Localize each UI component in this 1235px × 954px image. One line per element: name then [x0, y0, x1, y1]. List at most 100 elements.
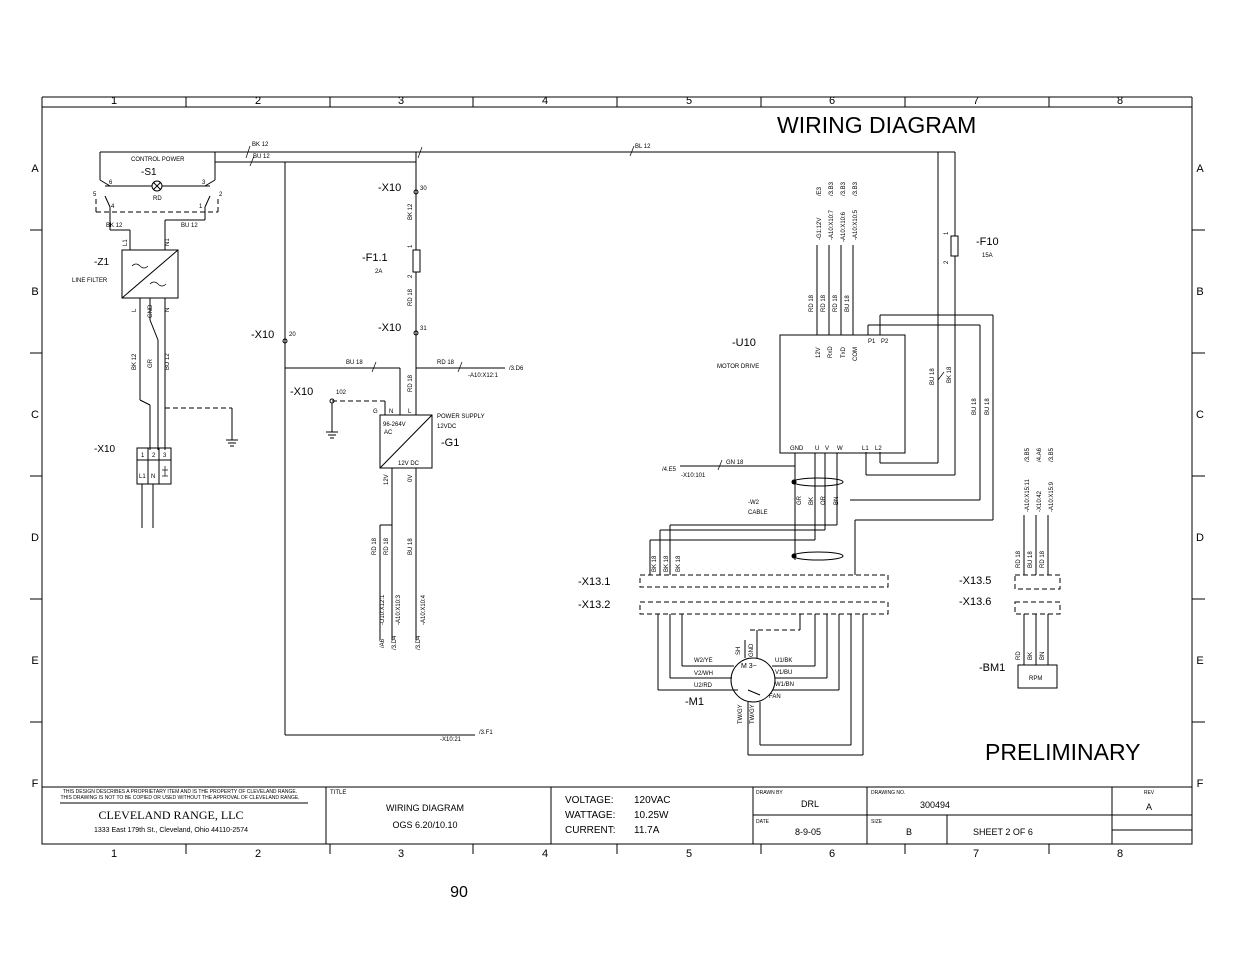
wire-label-bk: BK — [1028, 652, 1034, 660]
rpm-sensor-bm1: RPM -BM1 — [979, 662, 1058, 689]
svg-text:102: 102 — [336, 390, 347, 396]
u10-ref: -U10 — [732, 337, 756, 349]
w2-label: CABLE — [748, 510, 768, 516]
f11-rating: 2A — [375, 269, 382, 275]
xref-bottom-sub: -X10:21 — [440, 737, 462, 743]
svg-text:L: L — [408, 409, 412, 415]
wire-label-gn18: GN 18 — [726, 460, 744, 466]
svg-text:COM: COM — [853, 347, 859, 361]
u10-label: MOTOR DRIVE — [717, 364, 759, 370]
drawn-by-label: DRAWN BY — [756, 790, 783, 796]
motor-drive-u10: -U10 MOTOR DRIVE 12V RxD TxD COM P1 P2 G… — [717, 245, 994, 575]
svg-text:TW/GY: TW/GY — [738, 704, 744, 724]
svg-text:6: 6 — [109, 180, 113, 186]
line-filter-z1: -Z1 LINE FILTER L1 N1 L GND N — [72, 238, 238, 450]
x13-6-ref: -X13.6 — [959, 596, 991, 608]
svg-text:-A10:X10:3: -A10:X10:3 — [396, 594, 402, 625]
connector-x13-5-x13-6: -X13.5 -X13.6 — [959, 515, 1061, 665]
svg-text:L1: L1 — [139, 474, 146, 480]
drawing-no-value: 300494 — [920, 800, 950, 810]
wire-label-rd18: RD 18 — [408, 374, 414, 392]
xref-gnd-in: /4.E5 — [662, 467, 677, 473]
u10-output-cable-w2: -W2 CABLE — [649, 453, 844, 575]
row-label: A — [1196, 163, 1204, 175]
svg-text:/A6: /A6 — [380, 638, 386, 648]
wire-label-bk12: BK 12 — [408, 203, 414, 220]
col-label: 1 — [111, 95, 117, 107]
drawing-no-label: DRAWING NO. — [871, 790, 905, 796]
x10-102-ref: -X10 — [290, 386, 313, 398]
col-label: 6 — [829, 848, 835, 860]
wire-label-rd: RD — [1016, 651, 1022, 660]
wire-label-bu18: BU 18 — [972, 398, 978, 415]
wire-label-bn: BN — [834, 497, 840, 505]
wattage-label: WATTAGE: — [565, 810, 615, 821]
svg-text:W2/YE: W2/YE — [694, 658, 713, 664]
col-label: 6 — [829, 95, 835, 107]
wire-label-rd18: RD 18 — [437, 360, 455, 366]
wire-label-rd18: RD 18 — [809, 294, 815, 312]
svg-text:-G1:12V: -G1:12V — [817, 218, 823, 240]
svg-text:30: 30 — [420, 186, 427, 192]
x10-30-ref: -X10 — [378, 182, 401, 194]
col-label: 8 — [1117, 848, 1123, 860]
z1-ref: -Z1 — [94, 257, 109, 268]
x13-5-xrefs: -A10:X15:11 -X10:42 -A10:X15:9 /3.B5 /4.… — [1025, 447, 1055, 512]
grid-row-labels-left: A B C D E F — [31, 163, 39, 790]
svg-text:/3.D4: /3.D4 — [392, 635, 398, 650]
rev-label: REV — [1144, 790, 1155, 796]
svg-text:GND: GND — [790, 446, 804, 452]
title-block: THIS DESIGN DESCRIBES A PROPRIETARY ITEM… — [42, 786, 1192, 844]
svg-text:-A10:X10:5: -A10:X10:5 — [853, 209, 859, 240]
svg-text:TW/GY: TW/GY — [750, 704, 756, 724]
voltage-value: 120VAC — [634, 795, 671, 806]
f11-ref: -F1.1 — [362, 252, 388, 264]
svg-text:P2: P2 — [881, 339, 889, 345]
current-label: CURRENT: — [565, 825, 616, 836]
row-label: C — [1196, 409, 1204, 421]
drawing-frame — [30, 96, 1205, 854]
svg-text:5: 5 — [93, 192, 97, 198]
svg-text:/3.B5: /3.B5 — [1025, 447, 1031, 462]
svg-text:M 3~: M 3~ — [741, 663, 757, 670]
svg-text:-A10:X10:6: -A10:X10:6 — [841, 211, 847, 242]
fuse-f11-icon — [412, 249, 421, 273]
svg-text:/3.B3: /3.B3 — [829, 181, 835, 196]
x13-2-ref: -X13.2 — [578, 599, 610, 611]
svg-text:-A10:X10:7: -A10:X10:7 — [829, 209, 835, 240]
svg-text:-X10:42: -X10:42 — [1037, 490, 1043, 512]
g1-output-xrefs: -U10:X12:1 -A10:X10:3 -A10:X10:4 /A6 /3.… — [380, 594, 427, 650]
s1-lamp-color: RD — [153, 196, 162, 202]
svg-text:2: 2 — [219, 192, 223, 198]
wire-label-bu18: BU 18 — [346, 360, 363, 366]
svg-text:31: 31 — [420, 326, 427, 332]
control-power-switch-s1: CONTROL POWER -S1 RD 6 3 5 4 2 1 — [93, 157, 223, 250]
x10-20-ref: -X10 — [251, 329, 274, 341]
svg-text:RxD: RxD — [828, 346, 834, 358]
terminal-x10-left: -X10 1 2 3 L1 N — [94, 444, 172, 528]
svg-text:/3.D4: /3.D4 — [416, 635, 422, 650]
svg-text:N: N — [389, 409, 393, 415]
motor-icon — [730, 657, 776, 703]
drawn-by-value: DRL — [801, 799, 819, 809]
wire-label-rd18: RD 18 — [821, 294, 827, 312]
svg-text:L1: L1 — [862, 446, 869, 452]
svg-text:2: 2 — [408, 274, 414, 278]
f10-rating: 15A — [982, 253, 993, 259]
u10-top-xrefs: -G1:12V -A10:X10:7 -A10:X10:6 -A10:X10:5… — [817, 181, 859, 242]
wire-label-bk18: BK 18 — [664, 555, 670, 572]
svg-text:G: G — [373, 409, 378, 415]
xref-bottom: /3.F1 — [479, 730, 493, 736]
disclaimer-line2: THIS DRAWING IS NOT TO BE COPIED OR USED… — [60, 795, 299, 801]
fan-motor-m1: M 3~ -M1 FAN W2/YE V2/WH U2/RD U1/BK V1/… — [685, 630, 794, 755]
power-bus-wiring — [99, 145, 956, 236]
wire-label-bu18: BU 18 — [408, 538, 414, 555]
row-label: A — [31, 163, 39, 175]
page-number: 90 — [450, 884, 468, 901]
col-label: 7 — [973, 848, 979, 860]
row-label: F — [1197, 778, 1204, 790]
x13-1-ref: -X13.1 — [578, 576, 610, 588]
g1-ref: -G1 — [441, 437, 459, 449]
svg-text:/4.A6: /4.A6 — [1037, 447, 1043, 462]
